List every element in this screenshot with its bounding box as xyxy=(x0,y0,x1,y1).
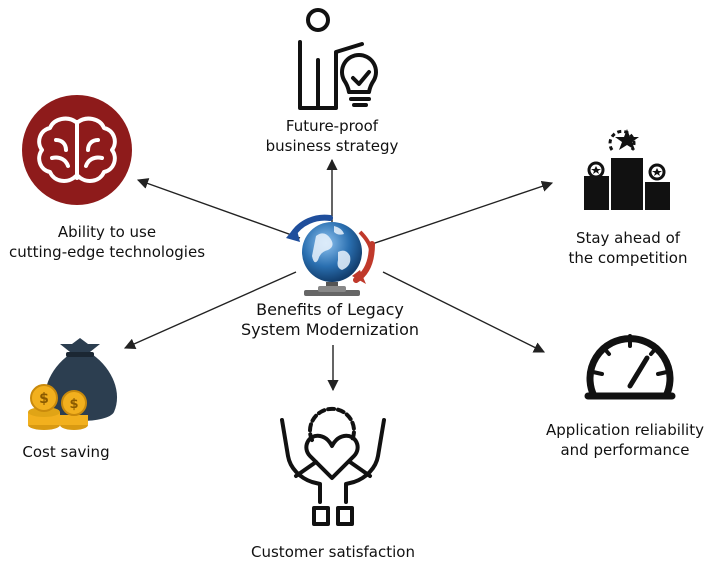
node-label-reliability: Application reliability and performance xyxy=(546,421,704,459)
svg-text:$: $ xyxy=(39,391,49,407)
presenter-lightbulb-check-icon xyxy=(298,8,378,110)
node-label-stay-ahead: Stay ahead of the competition xyxy=(568,229,688,267)
brain-icon xyxy=(22,95,132,205)
money-bag-coins-icon: $ $ xyxy=(28,338,118,430)
arrow-to-stay-ahead xyxy=(371,180,554,245)
center-title: Benefits of Legacy System Modernization xyxy=(240,300,420,339)
node-label-cutting-edge: Ability to use cutting-edge technologies xyxy=(8,223,206,261)
node-label-cost-saving: Cost saving xyxy=(22,443,110,461)
podium-stars-icon xyxy=(584,129,670,210)
arrow-to-cost-saving xyxy=(123,271,297,350)
globe-with-circular-arrows-icon xyxy=(286,214,375,296)
svg-text:$: $ xyxy=(69,397,78,412)
hands-holding-heart-gear-icon xyxy=(280,406,386,526)
node-label-future-proof: Future-proof business strategy xyxy=(265,117,399,155)
connector-arrows xyxy=(123,158,554,392)
speedometer-icon xyxy=(584,334,676,400)
arrow-to-cutting-edge xyxy=(136,178,301,239)
node-label-customer-satisfaction: Customer satisfaction xyxy=(251,543,415,561)
arrow-to-reliability xyxy=(382,271,546,353)
